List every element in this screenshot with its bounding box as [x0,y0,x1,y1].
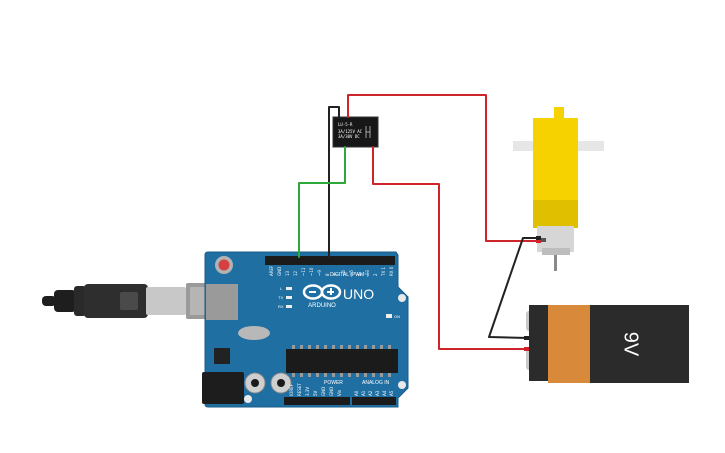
digital-pin-label: AREF [269,265,274,276]
arduino-infinity-logo [302,284,342,300]
reset-button [218,259,230,271]
digital-pin-label: GND [277,267,282,276]
power-jack [202,372,244,404]
wire-red-relay-to-battery [372,146,529,350]
digital-pin-label: ~10 [309,267,314,276]
digital-pin-label: 12 [293,270,298,276]
digital-pin-label: 4 [357,273,362,276]
digital-pin-label: 2 [373,273,378,276]
analog-pin-label: A2 [368,390,373,396]
voltage-regulator [214,348,230,364]
l-led [286,287,292,290]
led-label-l: L [280,286,283,291]
digital-header [265,256,395,265]
power-pin-label: 5V [313,390,318,396]
digital-pin-label: 7 [333,273,338,276]
battery-voltage-label: 9V [620,332,642,357]
power-pin-label: GND [329,387,334,396]
analog-pin-label: A3 [375,390,380,396]
battery-body [590,305,689,383]
led-label-tx: TX [278,295,283,300]
power-pin-label: GND [321,387,326,396]
battery-9v: 9V [526,305,689,383]
power-pin-label: RESET [297,383,302,396]
power-pin-label: 3.3V [305,387,310,396]
arduino-model-label: UNO [343,286,374,302]
wire-green-pin-to-relay [298,146,346,258]
mount-hole [244,395,252,403]
analog-in-label: ANALOG IN [362,380,390,386]
digital-pin-label: 13 [285,270,290,276]
mount-hole [398,381,406,389]
arduino-uno-board: ARDUINO UNO DIGITAL (PWM~) POWER ANALOG … [202,251,409,408]
on-led [386,314,392,318]
analog-pin-label: A4 [382,390,387,396]
dc-gear-motor [513,107,604,271]
crystal [238,326,270,340]
wire-black-motor-to-battery [488,237,540,339]
microcontroller-chip [286,349,398,373]
analog-pin-label: A1 [361,390,366,396]
digital-pin-label: ~11 [301,267,306,276]
power-pin-label: IOREF [289,383,294,396]
battery-band [548,305,590,383]
analog-header [352,397,396,405]
relay: LU-5-R 3A/125V AC 3A/30V DC [332,116,379,148]
on-label: ON [394,314,400,319]
digital-pin-label: ~5 [349,270,354,276]
rx-led [286,305,292,308]
relay-rating-1: 3A/125V AC [338,129,363,134]
analog-pin-label: A0 [354,390,359,396]
power-header [284,397,350,405]
mount-hole [398,294,406,302]
digital-pin-label: ~9 [317,270,322,276]
tx-led [286,296,292,299]
usb-port [206,284,238,320]
digital-pin-label: RX 0 [389,266,394,276]
digital-pwm-label: DIGITAL (PWM~) [330,272,369,278]
digital-pin-label: ~3 [365,270,370,276]
power-pin-label: Vin [337,389,342,396]
wire-red-relay-to-motor [347,94,540,242]
digital-pin-label: 8 [325,273,330,276]
power-label: POWER [324,380,343,386]
arduino-brand-label: ARDUINO [308,303,336,309]
relay-rating-2: 3A/30V DC [338,134,360,139]
relay-model-label: LU-5-R [338,122,353,127]
led-label-rx: RX [278,304,284,309]
digital-pin-label: ~6 [341,270,346,276]
digital-pin-label: TX 1 [381,267,386,277]
analog-pin-label: A5 [389,390,394,396]
